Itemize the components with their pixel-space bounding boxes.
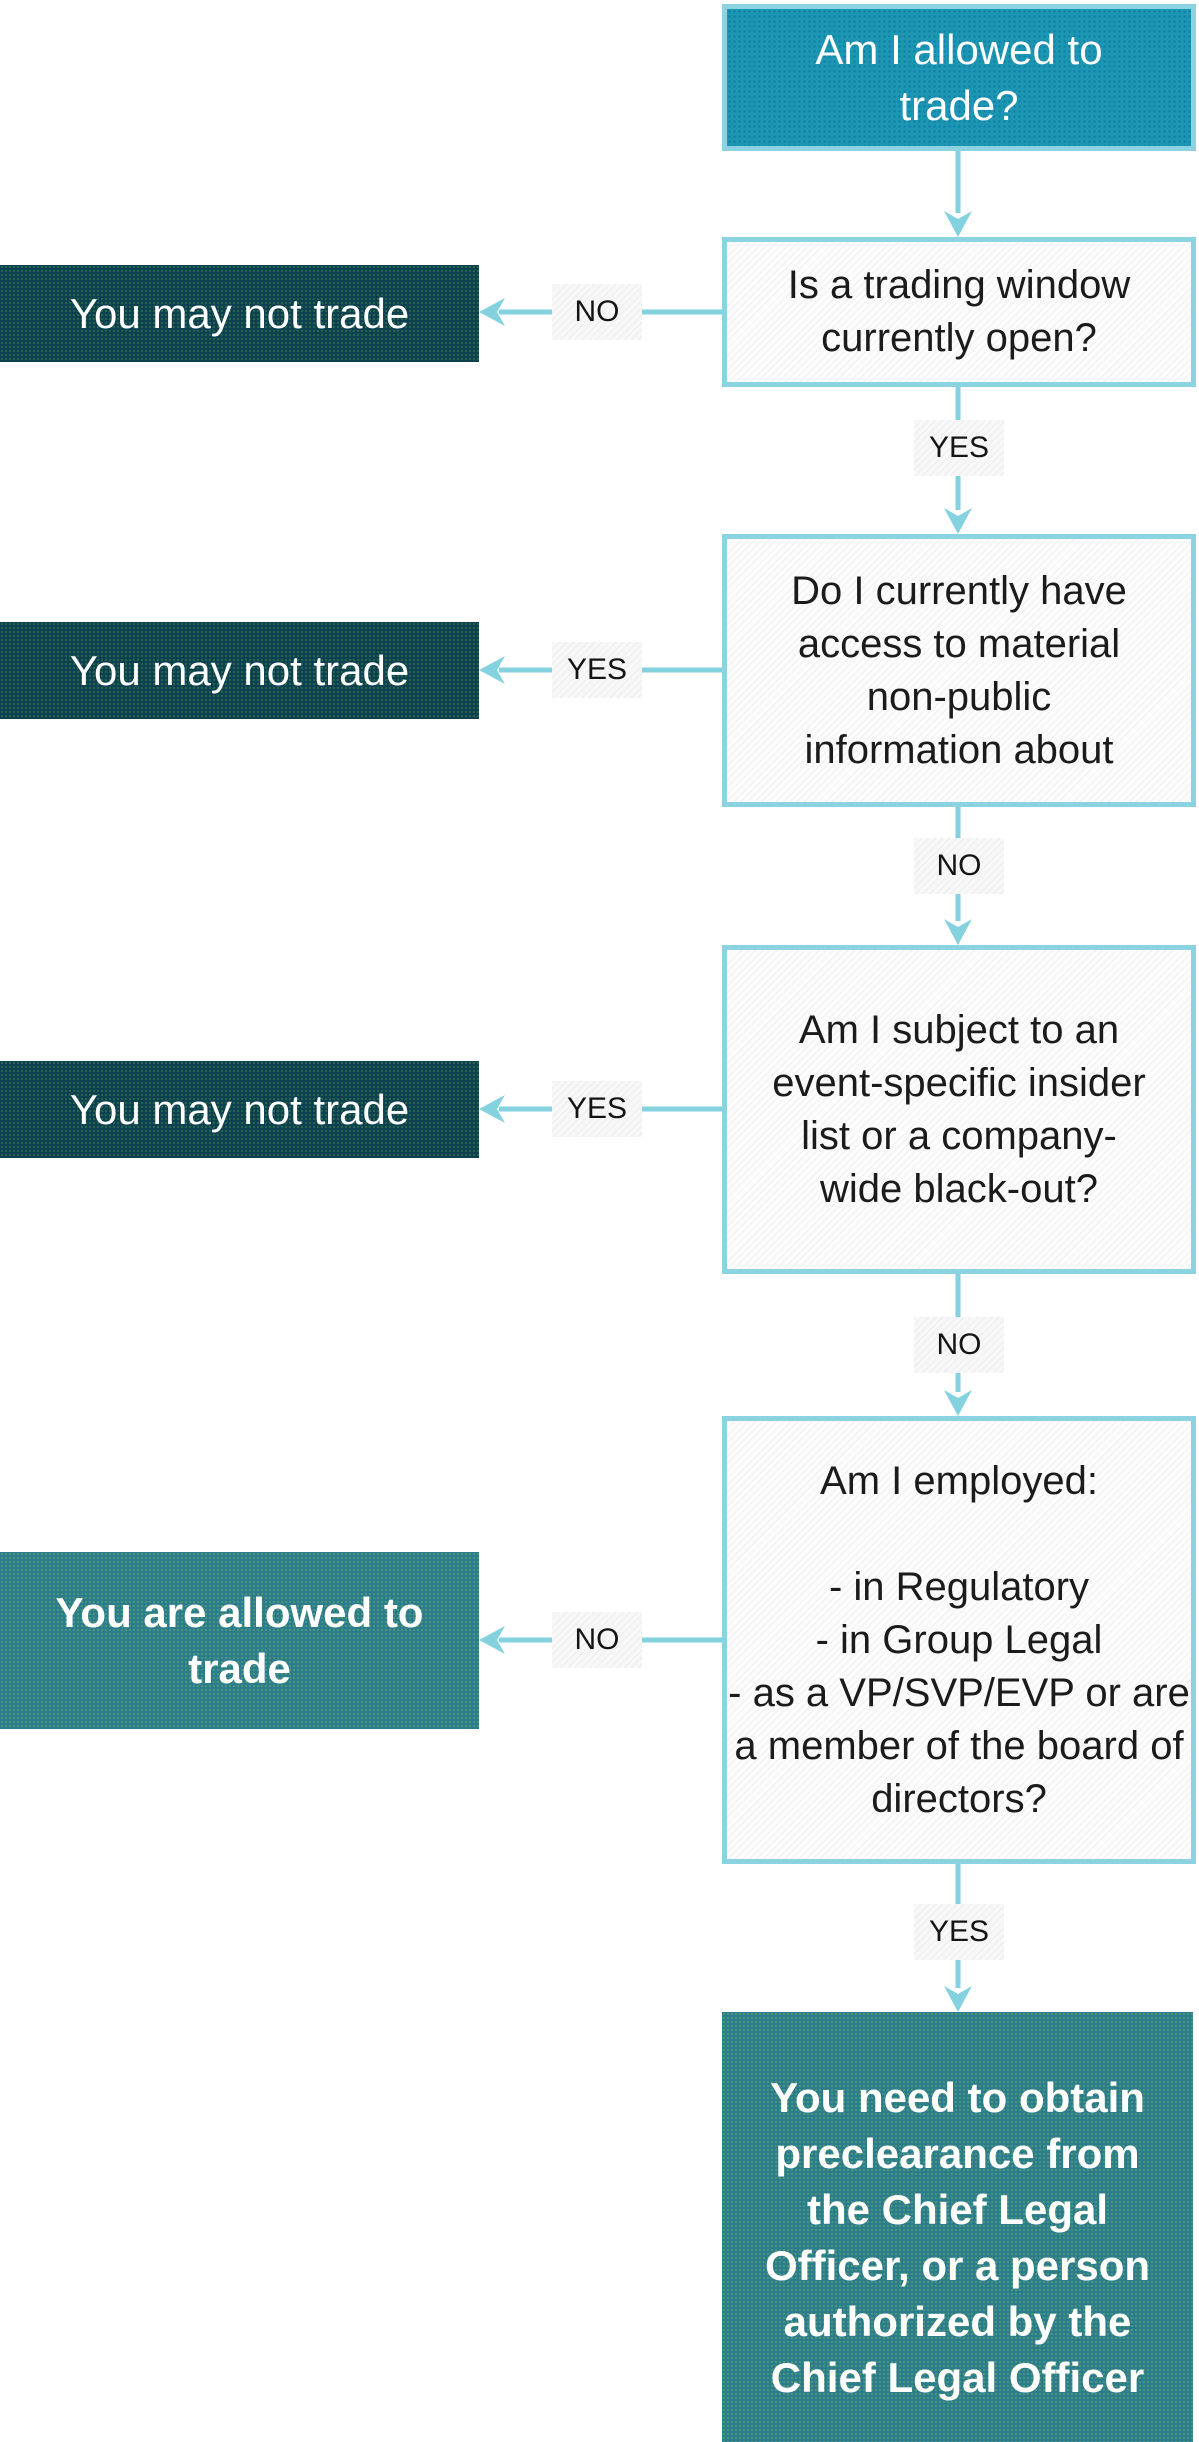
node-start-label: Am I allowed to trade? — [815, 25, 1103, 129]
node-result-allowed: You are allowed to trade — [0, 1552, 479, 1729]
edge-label-q4-yes: YES — [914, 1904, 1004, 1960]
edge-start-to-q1 — [941, 151, 975, 237]
edge-label-q2-yes: YES — [552, 642, 642, 698]
node-start: Am I allowed to trade? — [722, 4, 1196, 151]
node-result-no-trade-3: You may not trade — [0, 1061, 479, 1158]
node-result-no-trade-3-label: You may not trade — [69, 1085, 410, 1133]
node-result-no-trade-1: You may not trade — [0, 265, 479, 362]
node-question-role: Am I employed: - in Regulatory - in Grou… — [722, 1416, 1196, 1864]
node-result-preclearance: You need to obtain preclearance from the… — [722, 2012, 1193, 2442]
node-question-insider-list-label: Am I subject to an event-specific inside… — [772, 1007, 1146, 1211]
node-result-no-trade-1-label: You may not trade — [69, 289, 410, 337]
edge-label-q2-no: NO — [914, 838, 1004, 894]
node-question-trading-window-label: Is a trading window currently open? — [787, 263, 1131, 360]
node-result-allowed-label: You are allowed to trade — [55, 1588, 424, 1692]
edge-label-q1-yes: YES — [914, 420, 1004, 476]
edge-label-q3-yes: YES — [552, 1081, 642, 1137]
edge-label-q4-no: NO — [552, 1612, 642, 1668]
node-question-trading-window: Is a trading window currently open? — [722, 237, 1196, 387]
node-question-mnpi: Do I currently have access to material n… — [722, 534, 1196, 807]
node-question-insider-list: Am I subject to an event-specific inside… — [722, 945, 1196, 1274]
edge-label-q1-no: NO — [552, 284, 642, 340]
node-question-role-label: Am I employed: - in Regulatory - in Grou… — [728, 1458, 1190, 1821]
node-result-preclearance-label: You need to obtain preclearance from the… — [764, 2074, 1151, 2401]
node-result-no-trade-2-label: You may not trade — [69, 646, 410, 694]
node-result-no-trade-2: You may not trade — [0, 622, 479, 719]
arrow-down-icon — [944, 151, 972, 237]
edge-label-q3-no: NO — [914, 1317, 1004, 1373]
node-question-mnpi-label: Do I currently have access to material n… — [791, 568, 1127, 772]
